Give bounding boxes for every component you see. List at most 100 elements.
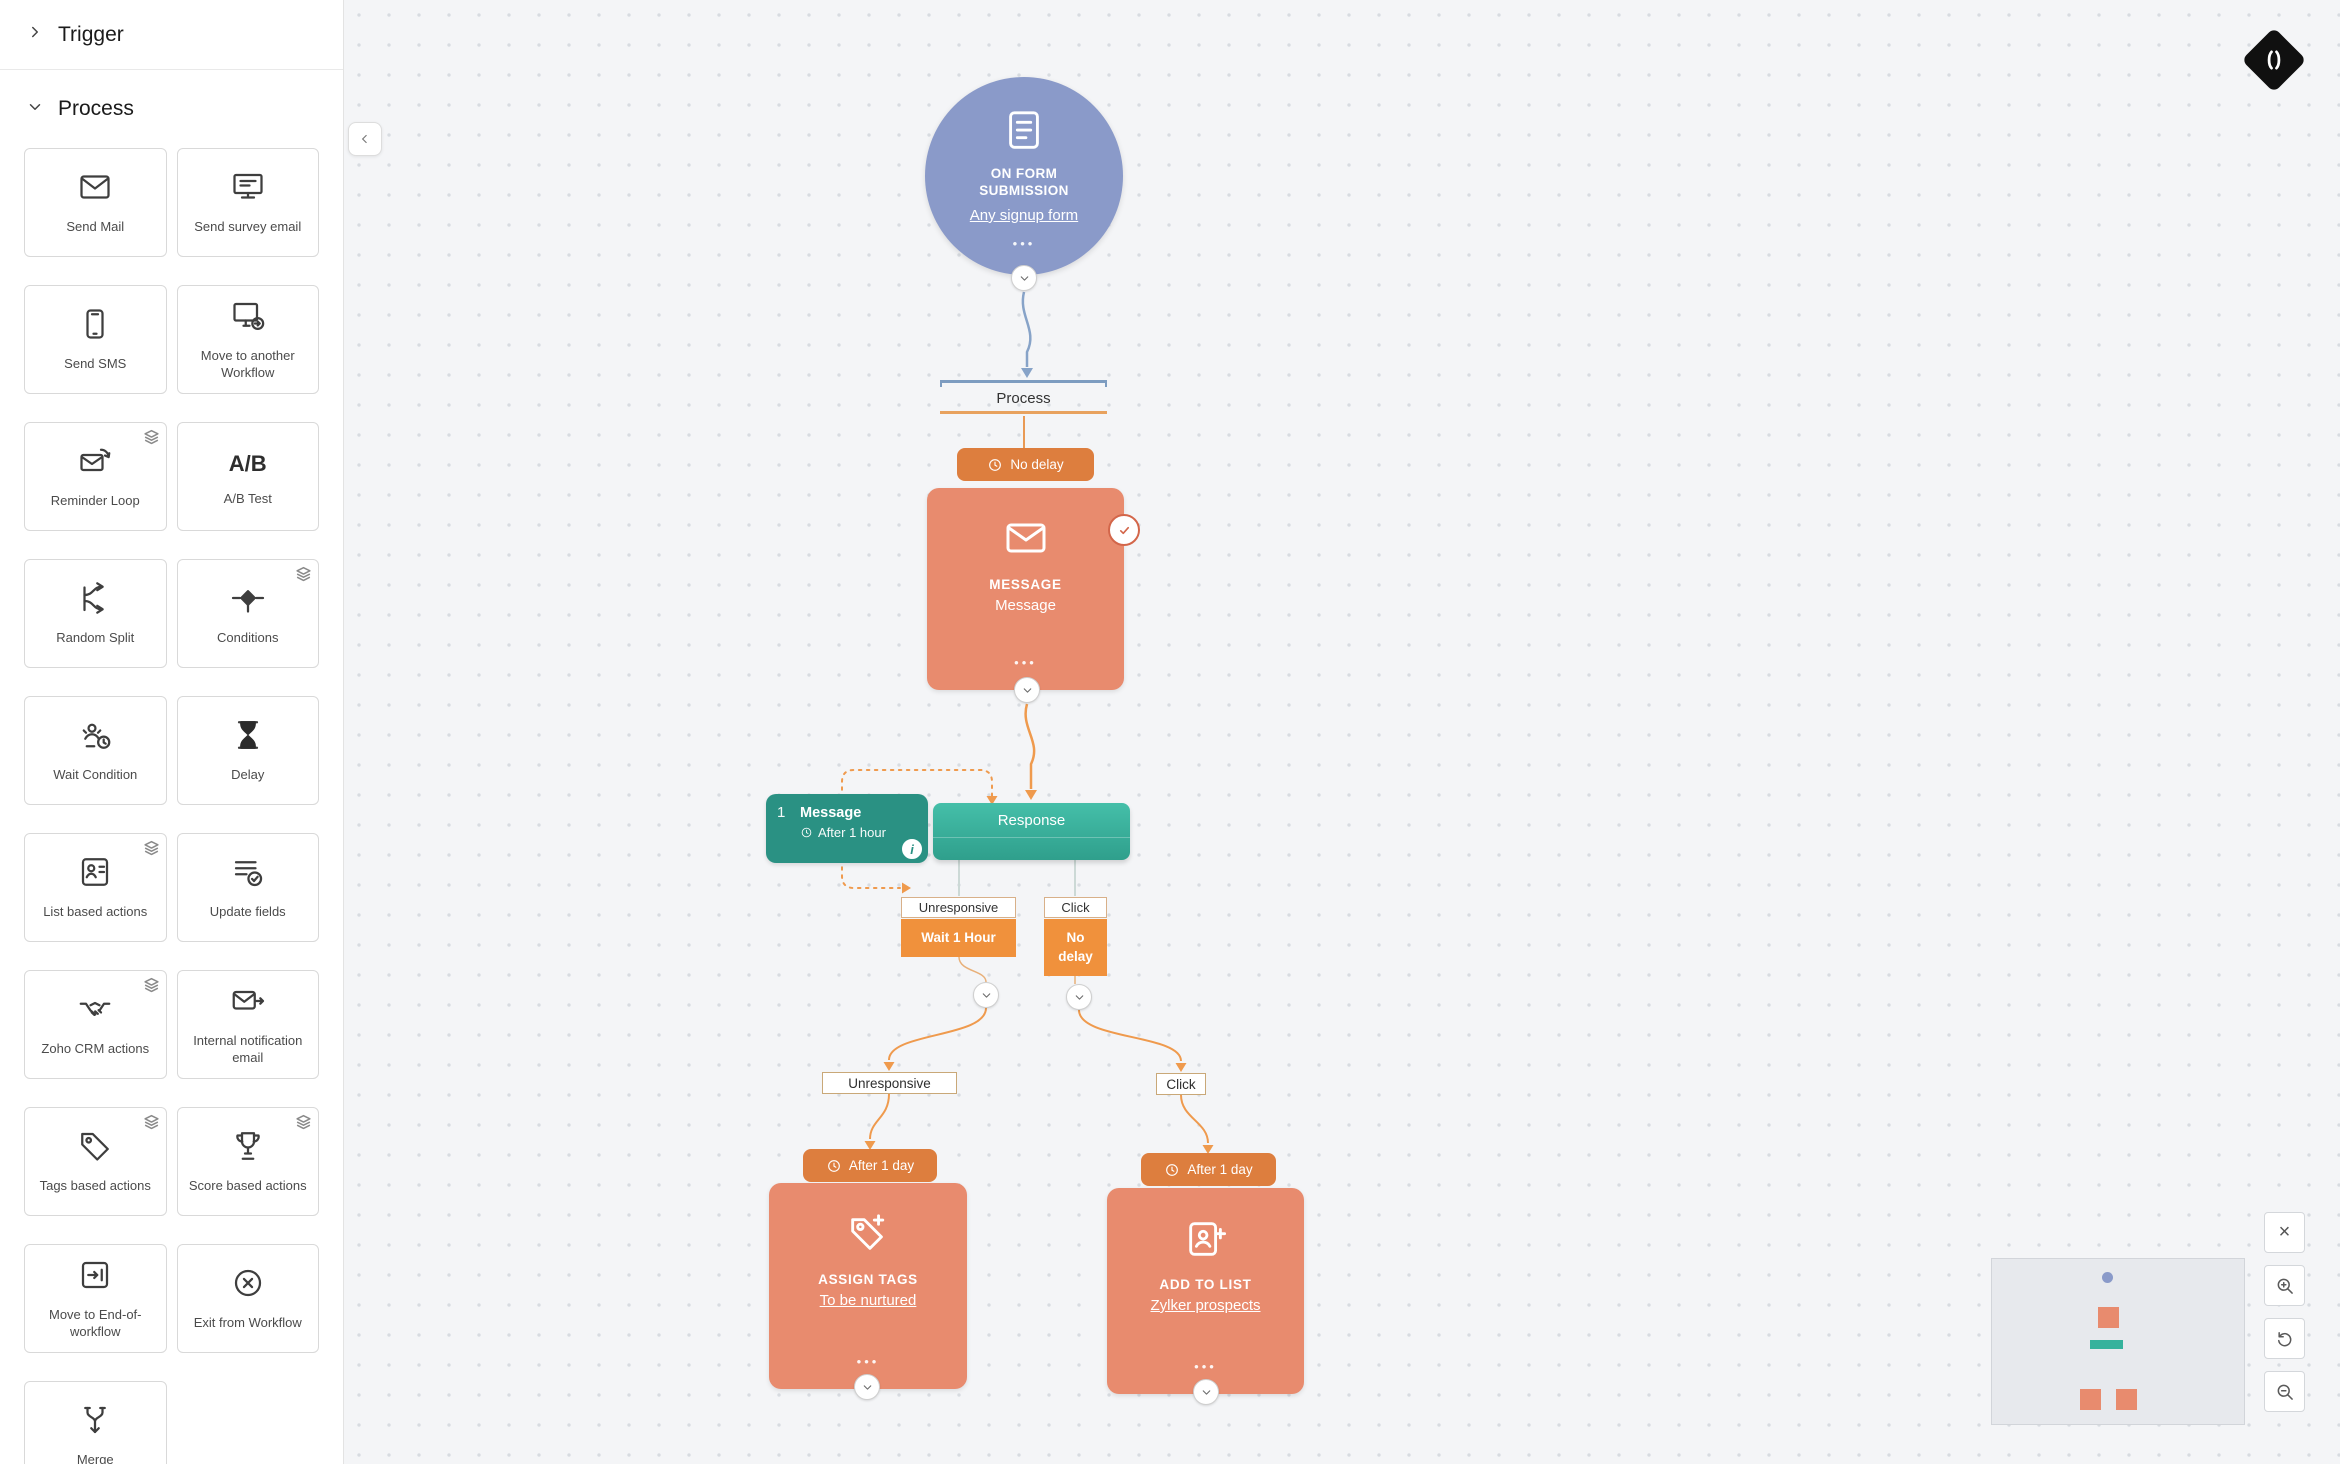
card-label: Score based actions	[188, 1178, 307, 1194]
add-to-list-node[interactable]: ADD TO LIST Zylker prospects •••	[1107, 1188, 1304, 1394]
node-menu-dots[interactable]: •••	[1014, 655, 1037, 670]
trophy-icon	[230, 1128, 266, 1169]
chevron-down-icon	[1023, 687, 1031, 693]
delay-label: After 1 day	[1187, 1162, 1253, 1177]
zoom-out-button[interactable]	[2264, 1371, 2305, 1412]
chip-title: Message	[800, 805, 862, 821]
minimap[interactable]	[1991, 1258, 2245, 1425]
expand-trigger-button[interactable]	[1011, 265, 1037, 291]
message-node[interactable]: MESSAGE Message •••	[927, 488, 1124, 690]
close-button[interactable]: ×	[2264, 1212, 2305, 1253]
wait-box-click[interactable]: No delay	[1044, 919, 1107, 976]
expand-click-branch-button[interactable]	[1066, 984, 1092, 1010]
zoom-in-button[interactable]	[2264, 1265, 2305, 1306]
card-label: Zoho CRM actions	[41, 1041, 150, 1057]
message-delay-pill[interactable]: No delay	[957, 448, 1094, 481]
chevron-down-icon	[863, 1384, 871, 1390]
reset-view-button[interactable]	[2264, 1318, 2305, 1359]
card-label: A/B Test	[223, 490, 272, 506]
sidebar-collapse-button[interactable]	[348, 122, 382, 156]
expand-unresponsive-branch-button[interactable]	[973, 982, 999, 1008]
card-label: Move to End-of-workflow	[49, 1306, 142, 1339]
sidebar-section-process[interactable]: Process	[0, 70, 343, 148]
add-to-list-delay-pill[interactable]: After 1 day	[1141, 1153, 1276, 1186]
process-item-internal-notification-email[interactable]: Internal notification email	[176, 970, 319, 1079]
process-item-send-sms[interactable]: Send SMS	[24, 285, 167, 394]
workflow-canvas[interactable]: ON FORM SUBMISSION Any signup form ••• P…	[344, 0, 2340, 1464]
process-item-move-to-another-workflow[interactable]: Move to another Workflow	[176, 285, 319, 394]
form-document-icon	[1001, 107, 1047, 158]
card-label: Send SMS	[64, 356, 127, 372]
process-item-wait-condition[interactable]: Wait Condition	[24, 696, 167, 805]
exit-workflow-icon	[230, 1265, 266, 1306]
completed-check-badge	[1108, 514, 1140, 546]
process-item-delay[interactable]: Delay	[176, 696, 319, 805]
assign-tags-node[interactable]: ASSIGN TAGS To be nurtured •••	[769, 1183, 967, 1389]
tag-plus-icon	[845, 1211, 891, 1262]
sidebar: Trigger Process Send Mail Send survey em…	[0, 0, 344, 1464]
condition-label-click: Click	[1044, 897, 1107, 918]
process-item-score-based-actions[interactable]: Score based actions	[176, 1107, 319, 1216]
condition-label-unresponsive: Unresponsive	[901, 897, 1016, 918]
process-item-list-based-actions[interactable]: List based actions	[24, 833, 167, 942]
process-item-ab-test[interactable]: A/B A/B Test	[176, 422, 319, 531]
lane-top-rule	[940, 380, 1107, 387]
chevron-down-icon	[1202, 1389, 1210, 1395]
process-item-move-to-end-of-workflow[interactable]: Move to End-of-workflow	[24, 1244, 167, 1353]
trigger-config-link[interactable]: Any signup form	[969, 206, 1079, 224]
node-menu-dots[interactable]: •••	[1012, 235, 1036, 251]
mail-icon	[77, 169, 113, 210]
sms-phone-icon	[77, 306, 113, 347]
card-label: Tags based actions	[39, 1178, 151, 1194]
trigger-title: ON FORM SUBMISSION	[979, 166, 1069, 198]
delay-label: No delay	[1010, 457, 1064, 472]
chip-subtitle: After 1 hour	[818, 825, 886, 840]
response-node[interactable]: Response	[933, 803, 1130, 860]
add-to-list-target-link[interactable]: Zylker prospects	[1150, 1297, 1261, 1314]
node-menu-dots[interactable]: •••	[1194, 1359, 1217, 1374]
process-item-exit-from-workflow[interactable]: Exit from Workflow	[176, 1244, 319, 1353]
process-item-send-mail[interactable]: Send Mail	[24, 148, 167, 257]
section-label-trigger: Trigger	[58, 22, 124, 46]
card-label: Conditions	[217, 630, 279, 646]
process-item-conditions[interactable]: Conditions	[176, 559, 319, 668]
process-item-tags-based-actions[interactable]: Tags based actions	[24, 1107, 167, 1216]
node-type-label: ASSIGN TAGS	[818, 1272, 918, 1287]
zoom-out-icon	[2277, 1384, 2293, 1400]
message-index: 1	[777, 804, 786, 821]
node-menu-dots[interactable]: •••	[856, 1354, 880, 1369]
close-icon: ×	[2278, 1221, 2291, 1243]
expand-message-button[interactable]	[1014, 677, 1040, 703]
path-label-unresponsive: Unresponsive	[822, 1072, 957, 1094]
card-label: Wait Condition	[53, 767, 138, 783]
merge-icon	[77, 1402, 113, 1443]
expand-add-to-list-button[interactable]	[1193, 1379, 1219, 1405]
section-label-process: Process	[58, 97, 134, 120]
delay-label: After 1 day	[848, 1158, 915, 1173]
expand-assign-tags-button[interactable]	[854, 1374, 880, 1400]
card-label: Move to another Workflow	[200, 347, 295, 380]
notification-email-icon	[230, 983, 266, 1024]
workflow-monitor-icon	[230, 298, 266, 339]
update-fields-icon	[230, 854, 266, 895]
process-item-zoho-crm-actions[interactable]: Zoho CRM actions	[24, 970, 167, 1079]
trigger-node-on-form-submission[interactable]: ON FORM SUBMISSION Any signup form •••	[925, 77, 1123, 275]
process-item-reminder-loop[interactable]: Reminder Loop	[24, 422, 167, 531]
process-lane-divider: Process	[940, 380, 1107, 414]
node-type-label: ADD TO LIST	[1159, 1277, 1252, 1292]
minimap-trigger-marker	[2102, 1272, 2113, 1283]
wait-condition-icon	[77, 717, 113, 758]
brand-mark-icon	[2267, 50, 2281, 70]
end-of-workflow-icon	[77, 1257, 113, 1298]
process-item-random-split[interactable]: Random Split	[24, 559, 167, 668]
sidebar-section-trigger[interactable]: Trigger	[0, 0, 343, 70]
assign-tags-delay-pill[interactable]: After 1 day	[803, 1149, 937, 1182]
process-item-update-fields[interactable]: Update fields	[176, 833, 319, 942]
assign-tags-target-link[interactable]: To be nurtured	[819, 1292, 917, 1309]
process-item-send-survey-email[interactable]: Send survey email	[176, 148, 319, 257]
wait-box-unresponsive[interactable]: Wait 1 Hour	[901, 919, 1016, 957]
ab-test-icon: A/B	[228, 450, 267, 476]
process-item-merge[interactable]: Merge	[24, 1381, 167, 1464]
info-icon[interactable]: i	[900, 837, 924, 861]
